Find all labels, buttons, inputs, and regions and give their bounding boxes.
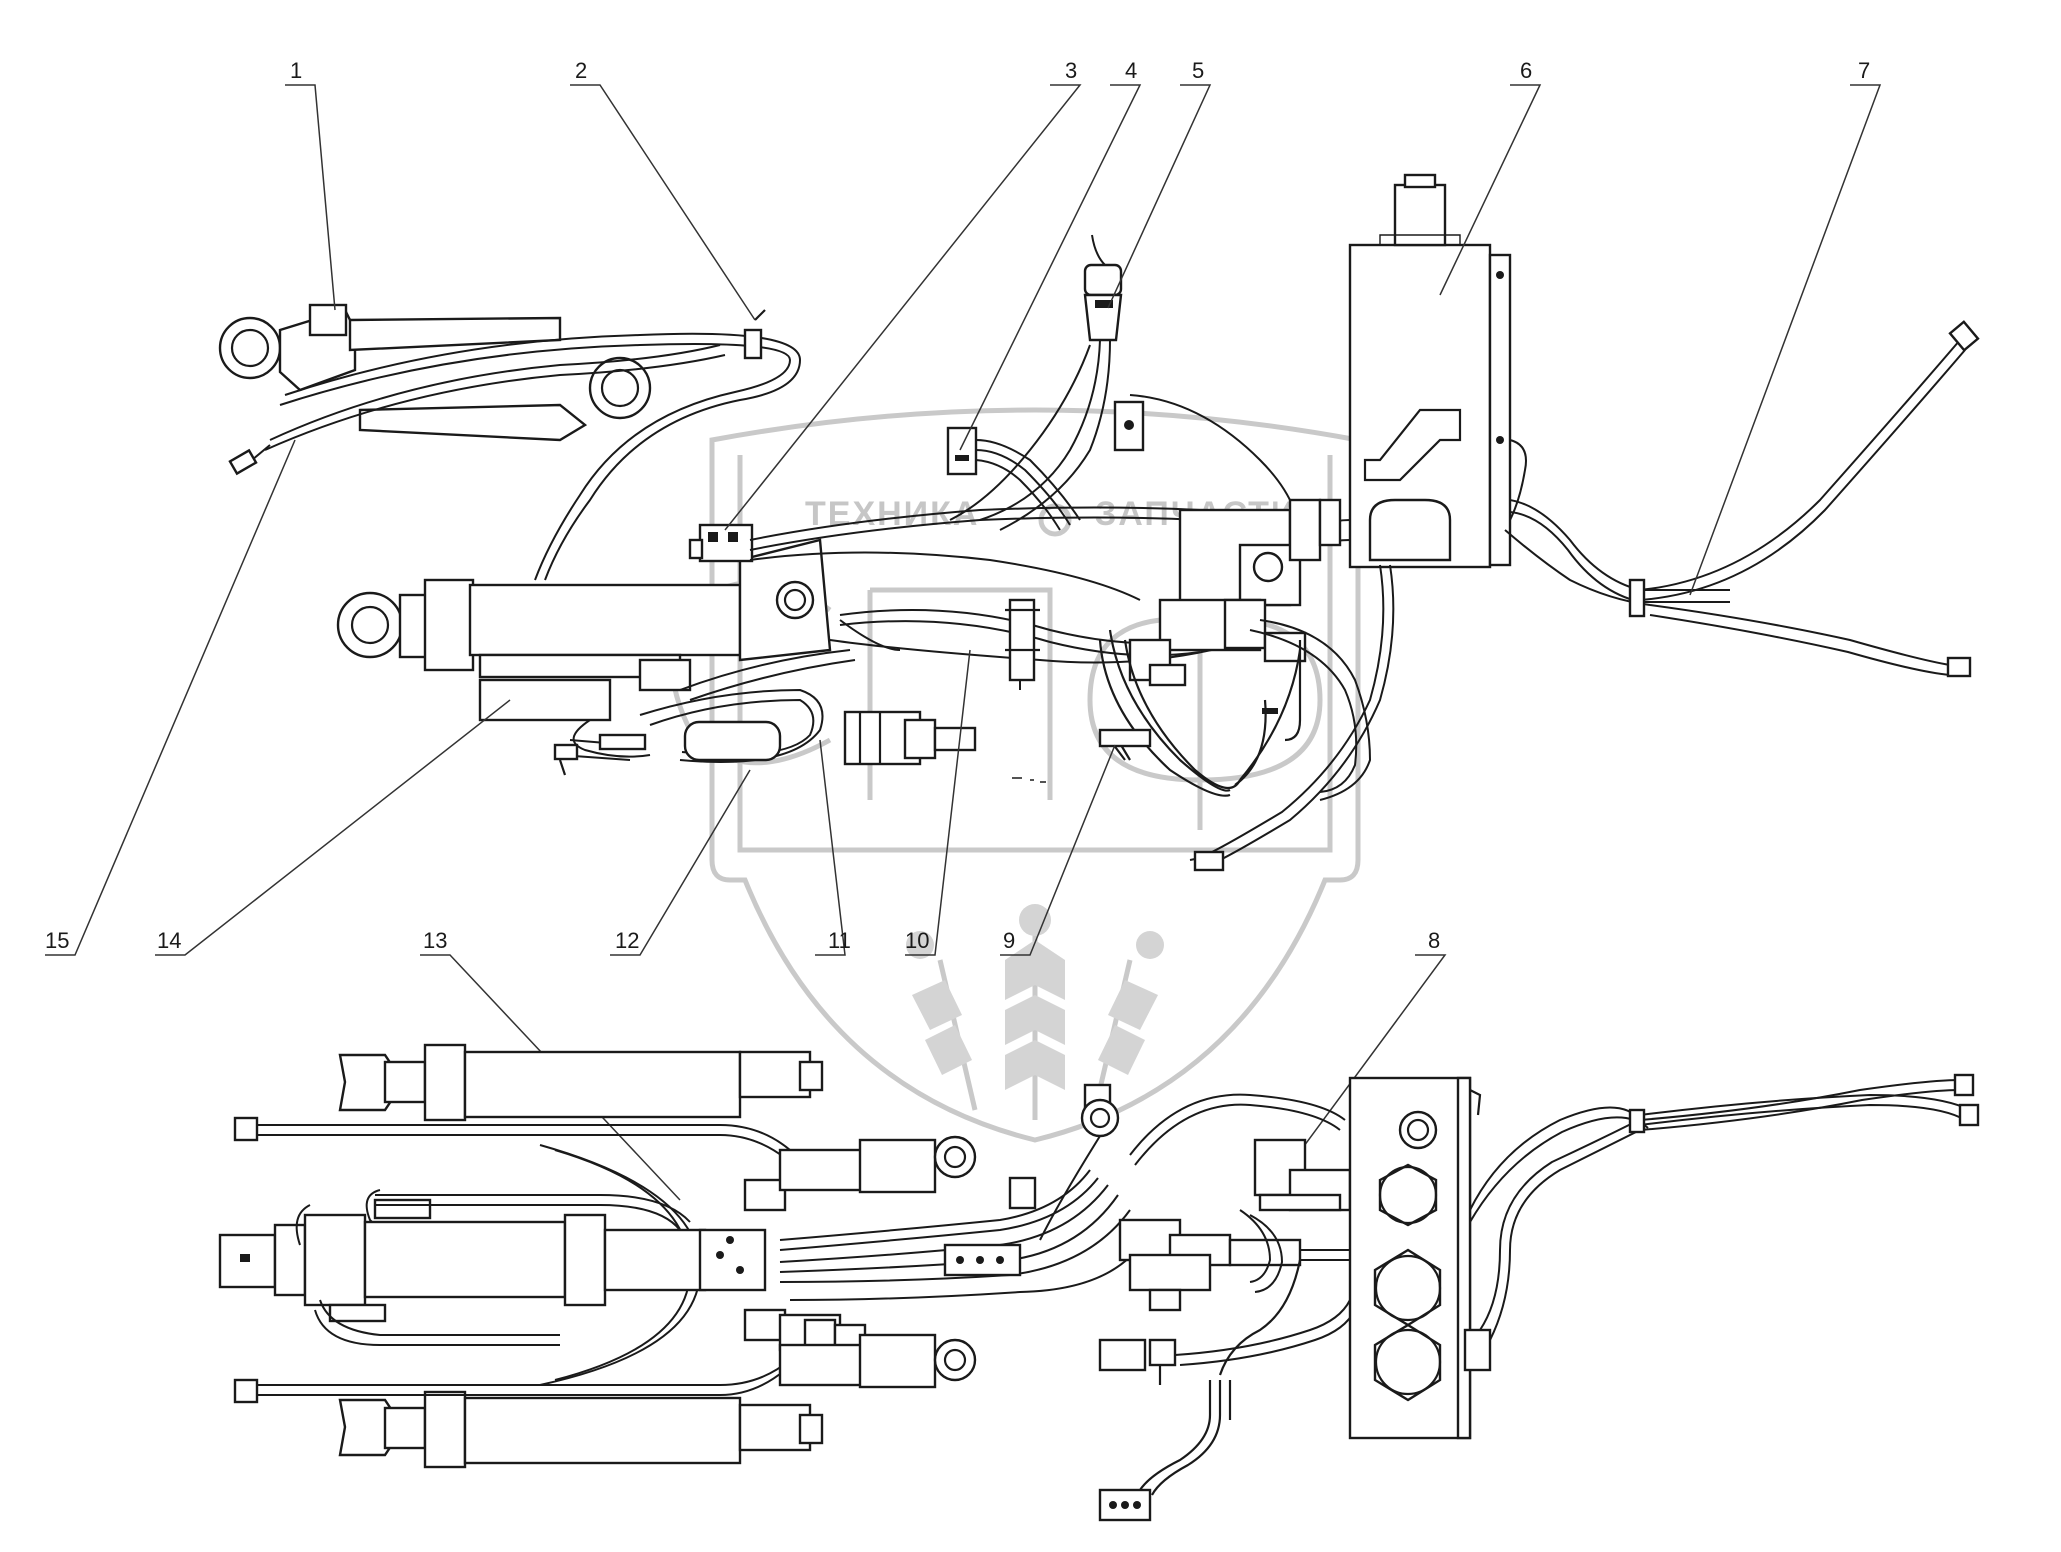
lift-cylinder-bottom xyxy=(338,1390,824,1469)
center-cylinder-lower xyxy=(218,1194,707,1346)
callout-12: 12 xyxy=(615,928,639,953)
lift-arms-lower xyxy=(778,1135,977,1389)
lift-cylinder-top xyxy=(338,1043,824,1122)
distributor-block-lower xyxy=(698,1178,867,1352)
callout-1: 1 xyxy=(290,58,302,83)
main-cylinder-upper xyxy=(336,538,832,722)
watermark-shield xyxy=(709,407,1361,1143)
callout-3: 3 xyxy=(1065,58,1077,83)
callout-8: 8 xyxy=(1428,928,1440,953)
hose-bundle-upper xyxy=(228,309,802,581)
callout-6: 6 xyxy=(1520,58,1532,83)
callout-7: 7 xyxy=(1858,58,1870,83)
lift-arm-small xyxy=(218,303,652,442)
return-hoses-lower xyxy=(1628,1073,1980,1134)
hose-bundle-lower xyxy=(779,1083,1151,1301)
hydraulic-tank-lower xyxy=(1348,1076,1649,1440)
hydraulic-tank xyxy=(1299,173,1730,606)
callout-14: 14 xyxy=(157,928,181,953)
callout-10: 10 xyxy=(905,928,929,953)
wire-harness-upper xyxy=(1005,598,1302,797)
watermark-gear-icon xyxy=(1038,503,1072,537)
callout-9: 9 xyxy=(1003,928,1015,953)
control-valve-lower xyxy=(1098,1093,1356,1522)
callout-11: 11 xyxy=(828,928,851,953)
upper-assembly-view: 1 2 3 4 5 6 7 8 9 10 11 12 13 14 15 xyxy=(45,58,1980,1201)
joystick-control xyxy=(949,234,1301,541)
control-valve-upper xyxy=(1128,498,1395,872)
sensor-block xyxy=(946,426,1081,531)
callout-15: 15 xyxy=(45,928,69,953)
lower-assembly-view xyxy=(218,1043,1980,1522)
pressure-hoses-upper xyxy=(553,506,1251,776)
callout-4: 4 xyxy=(1125,58,1137,83)
callout-5: 5 xyxy=(1192,58,1204,83)
distributor-block-upper xyxy=(688,523,754,563)
callout-2: 2 xyxy=(575,58,587,83)
watermark-wheat-icon xyxy=(906,904,1164,1120)
callout-13: 13 xyxy=(423,928,447,953)
callouts-upper: 1 2 3 4 5 6 7 8 9 10 11 12 13 14 15 xyxy=(45,58,1882,1201)
accumulator xyxy=(683,710,977,766)
return-hoses xyxy=(1628,320,1980,678)
